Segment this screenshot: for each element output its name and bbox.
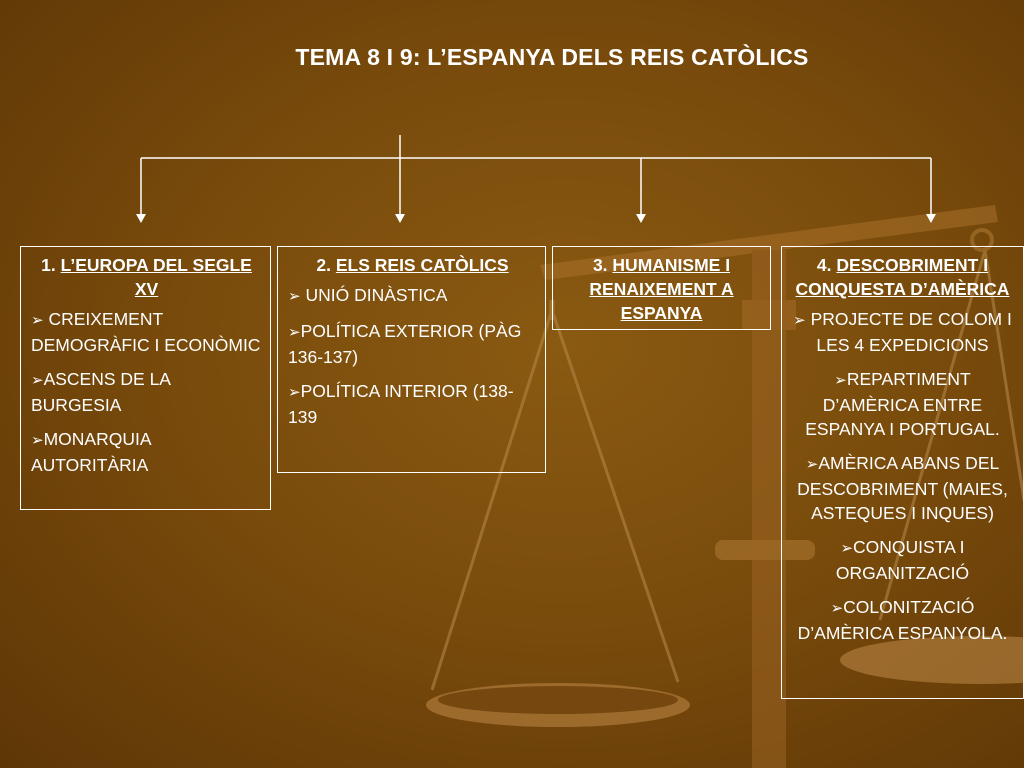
arrow-right-icon: ➢ — [31, 312, 44, 329]
arrow-right-icon: ➢ — [834, 372, 847, 389]
topic-item: ➢COLONITZACIÓ D’AMÈRICA ESPANYOLA. — [797, 597, 1008, 643]
topic-item: ➢AMÈRICA ABANS DEL DESCOBRIMENT (MAIES, … — [797, 453, 1008, 523]
arrowhead-3 — [636, 214, 646, 223]
topic-box-1: 1. L’EUROPA DEL SEGLE XV ➢ CREIXEMENT DE… — [20, 246, 271, 510]
topic-heading-1: 1. L’EUROPA DEL SEGLE XV — [41, 255, 252, 299]
topic-item: ➢POLÍTICA EXTERIOR (PÀG 136-137) — [288, 321, 522, 367]
arrow-right-icon: ➢ — [288, 324, 301, 341]
topic-box-4: 4. DESCOBRIMENT I CONQUESTA D’AMÈRICA ➢ … — [781, 246, 1024, 699]
arrow-right-icon: ➢ — [830, 600, 844, 617]
arrow-right-icon: ➢ — [288, 384, 301, 401]
arrowhead-1 — [136, 214, 146, 223]
topic-item: ➢ PROJECTE DE COLOM I LES 4 EXPEDICIONS — [793, 309, 1012, 355]
arrow-right-icon: ➢ — [31, 432, 44, 449]
topic-heading-3: 3. HUMANISME I RENAIXEMENT A ESPANYA — [589, 255, 734, 323]
page-title: TEMA 8 I 9: L’ESPANYA DELS REIS CATÒLICS — [295, 44, 809, 70]
arrow-right-icon: ➢ — [840, 540, 854, 557]
topic-item: ➢ UNIÓ DINÀSTICA — [288, 285, 448, 305]
arrow-right-icon: ➢ — [805, 456, 819, 473]
topic-item: ➢CONQUISTA I ORGANITZACIÓ — [835, 537, 970, 583]
topic-heading-2: 2. ELS REIS CATÒLICS — [316, 255, 509, 275]
arrow-right-icon: ➢ — [793, 312, 806, 329]
arrow-right-icon: ➢ — [288, 288, 301, 305]
topic-box-3: 3. HUMANISME I RENAIXEMENT A ESPANYA — [552, 246, 771, 330]
topic-item: ➢ CREIXEMENT DEMOGRÀFIC I ECONÒMIC — [31, 309, 261, 355]
topic-item: ➢MONARQUIA AUTORITÀRIA — [31, 429, 151, 475]
topic-item: ➢POLÍTICA INTERIOR (138-139 — [288, 381, 514, 427]
topic-item: ➢ASCENS DE LA BURGESIA — [31, 369, 171, 415]
topic-item: ➢REPARTIMENT D’AMÈRICA ENTRE ESPANYA I P… — [805, 369, 1000, 439]
topic-box-2: 2. ELS REIS CATÒLICS ➢ UNIÓ DINÀSTICA ➢P… — [277, 246, 546, 473]
arrowhead-4 — [926, 214, 936, 223]
arrowhead-2 — [395, 214, 405, 223]
topic-heading-4: 4. DESCOBRIMENT I CONQUESTA D’AMÈRICA — [795, 255, 1010, 299]
arrow-right-icon: ➢ — [31, 372, 44, 389]
